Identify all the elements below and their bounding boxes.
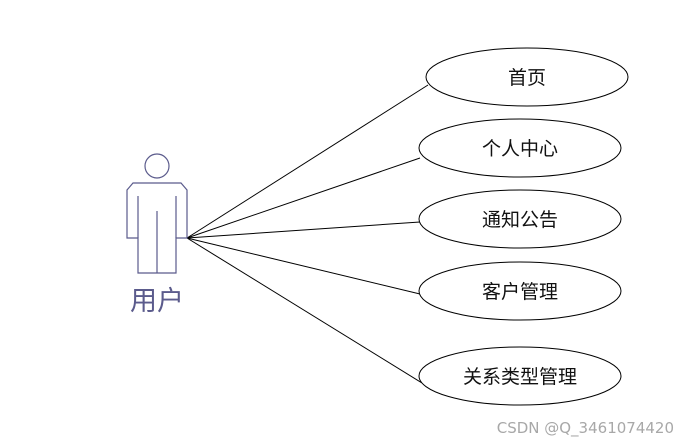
actor-head <box>144 153 170 179</box>
use-case-customer-management: 客户管理 <box>418 261 622 321</box>
use-case-label: 通知公告 <box>482 209 558 231</box>
use-case-label: 首页 <box>508 67 546 89</box>
use-case-ellipse <box>425 47 629 107</box>
use-case-ellipse <box>418 118 622 178</box>
use-case-personal-center: 个人中心 <box>418 118 622 178</box>
use-case-ellipse <box>418 261 622 321</box>
watermark: CSDN @Q_3461074420 <box>497 419 674 438</box>
use-case-label: 关系类型管理 <box>463 366 577 388</box>
association-line-home <box>186 84 429 239</box>
use-case-label: 客户管理 <box>482 281 558 303</box>
association-line-customer-management <box>186 237 421 295</box>
use-case-relation-type-management: 关系类型管理 <box>418 346 622 406</box>
actor-label: 用户 <box>130 286 184 317</box>
actor-user: 用户 <box>126 153 188 317</box>
association-lines <box>186 84 429 384</box>
association-line-notice <box>186 221 421 239</box>
use-case-ellipse <box>418 189 622 249</box>
use-case-notice: 通知公告 <box>418 189 622 249</box>
association-line-personal-center <box>186 157 421 239</box>
use-case-ellipse <box>418 346 622 406</box>
association-line-relation-type-management <box>186 237 423 384</box>
use-case-label: 个人中心 <box>482 138 558 160</box>
use-case-home: 首页 <box>425 47 629 107</box>
